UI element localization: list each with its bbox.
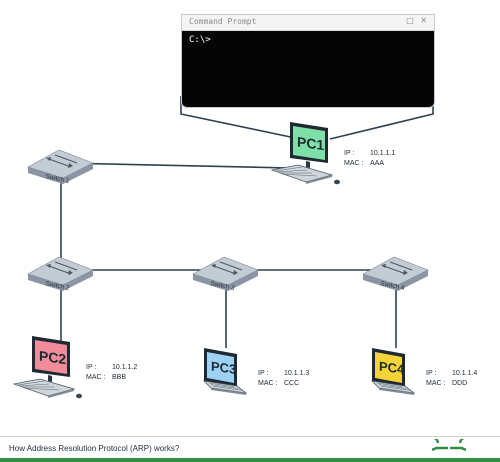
pc1-ip-value: 10.1.1.1 xyxy=(370,150,395,157)
mac-label: MAC : xyxy=(258,380,278,387)
network-switch-4[interactable]: Switch 4 xyxy=(362,256,429,292)
command-prompt-text[interactable]: C:\> xyxy=(189,35,211,45)
pc2-desktop[interactable]: PC2 xyxy=(12,336,82,399)
pc2-mac-value: BBB xyxy=(112,374,126,381)
ip-label: IP : xyxy=(344,150,354,157)
pc1-label: PC1 xyxy=(297,134,324,154)
footer: How Address Resolution Protocol (ARP) wo… xyxy=(0,436,500,462)
pc4-ip-value: 10.1.1.4 xyxy=(452,370,477,377)
pc3-mac-value: CCC xyxy=(284,380,299,387)
link-s1-pc1 xyxy=(60,162,291,169)
network-switch-1[interactable]: Switch 1 xyxy=(27,149,94,185)
pc1-mac-value: AAA xyxy=(370,160,384,167)
mac-label: MAC : xyxy=(426,380,446,387)
network-links xyxy=(60,96,434,348)
command-prompt-title: Command Prompt xyxy=(189,17,257,26)
network-switch-2[interactable]: Switch 2 xyxy=(27,256,94,292)
mac-label: MAC : xyxy=(86,374,106,381)
pc4-mac-value: DDD xyxy=(452,380,467,387)
network-nodes: Switch 1 Switch 2 Switch 3 Switch 4 PC1 IP : 1… xyxy=(12,122,477,399)
pc3-label: PC3 xyxy=(211,359,236,377)
pc3-laptop[interactable]: PC3 xyxy=(202,348,248,395)
footer-caption: How Address Resolution Protocol (ARP) wo… xyxy=(9,444,180,453)
pc1-desktop[interactable]: PC1 xyxy=(270,122,340,185)
pc2-ip-value: 10.1.1.2 xyxy=(112,364,137,371)
window-controls-icon[interactable]: □ ✕ xyxy=(406,16,429,25)
footer-accent-bar xyxy=(0,458,500,462)
ip-label: IP : xyxy=(258,370,268,377)
pc4-label: PC4 xyxy=(379,359,405,378)
geeksforgeeks-logo-icon xyxy=(432,439,466,451)
network-switch-3[interactable]: Switch 3 xyxy=(192,256,259,292)
mac-label: MAC : xyxy=(344,160,364,167)
pc3-ip-value: 10.1.1.3 xyxy=(284,370,309,377)
pc2-label: PC2 xyxy=(39,348,66,368)
ip-label: IP : xyxy=(86,364,96,371)
ip-label: IP : xyxy=(426,370,436,377)
pc4-laptop[interactable]: PC4 xyxy=(370,348,416,395)
command-prompt-titlebar[interactable]: Command Prompt □ ✕ xyxy=(182,15,434,31)
command-prompt-window[interactable]: Command Prompt □ ✕ C:\> xyxy=(181,14,435,108)
